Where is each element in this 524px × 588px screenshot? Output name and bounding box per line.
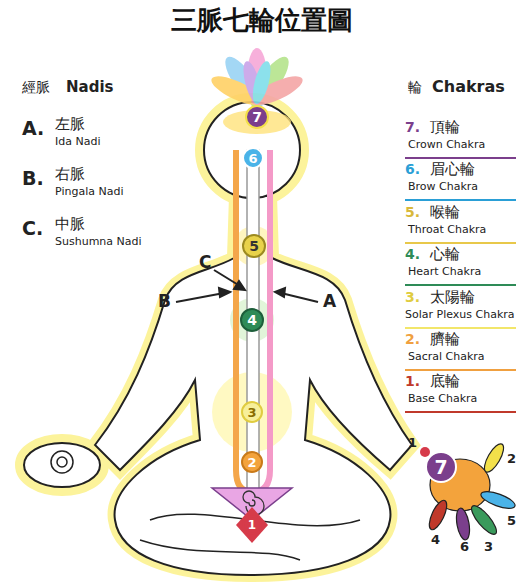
chakra-number: 7 — [434, 458, 447, 477]
chakra-name: 底輪 — [430, 373, 460, 390]
callout-letter: C — [199, 253, 211, 272]
finger-number: 2 — [507, 452, 516, 466]
chakra-name: Brow Chakra — [408, 181, 478, 193]
chakra-number: 4 — [247, 313, 257, 327]
chakra-number: 1 — [248, 519, 256, 531]
chakra-name: Crown Chakra — [408, 139, 485, 151]
chakra-name: 臍輪 — [430, 331, 460, 348]
chakra-number: 5 — [249, 239, 259, 253]
chakra-number: 6 — [248, 152, 257, 165]
section-heading: 輪 — [408, 80, 422, 95]
chakra-name: 喉輪 — [430, 204, 460, 221]
nadi-name: Sushumna Nadi — [55, 236, 142, 248]
section-heading: Chakras — [432, 78, 505, 96]
nadi-name: Ida Nadi — [55, 136, 100, 148]
legend-number: 7. — [405, 120, 420, 135]
list-letter: C. — [22, 218, 43, 239]
list-letter: B. — [22, 168, 44, 189]
nadi-name: 左脈 — [55, 116, 85, 133]
finger-number: 6 — [460, 540, 469, 554]
chakra-number: 2 — [247, 456, 256, 469]
chakra-circle: 7 — [425, 451, 457, 483]
nadi-name: 中脈 — [55, 216, 85, 233]
nadi-name: Pingala Nadi — [55, 186, 123, 198]
finger-number: 1 — [408, 436, 417, 450]
section-heading: Nadis — [66, 79, 113, 96]
chakra-name: 眉心輪 — [430, 161, 475, 178]
legend-number: 5. — [405, 205, 420, 220]
chakra-circle: 7 — [245, 105, 269, 129]
chakra-circle: 5 — [242, 234, 266, 258]
legend-number: 3. — [405, 290, 420, 305]
chakra-circle: 4 — [240, 308, 264, 332]
chakra-name: Throat Chakra — [408, 224, 486, 236]
diagram-title: 三脈七輪位置圖 — [171, 6, 353, 35]
section-heading: 經脈 — [22, 80, 50, 95]
chakra-name: 太陽輪 — [430, 289, 475, 306]
chakra-name: Base Chakra — [408, 393, 477, 405]
chakra-circle: 1 — [242, 515, 262, 535]
chakra-name: Heart Chakra — [408, 266, 481, 278]
callout-letter: B — [158, 292, 171, 311]
chakra-name: Solar Plexus Chakra — [405, 309, 515, 321]
chakra-number: 3 — [247, 406, 256, 419]
legend-number: 6. — [405, 162, 420, 177]
legend-number: 4. — [405, 247, 420, 262]
finger-number: 4 — [431, 533, 440, 547]
chakra-name: Sacral Chakra — [408, 351, 485, 363]
finger-number: 5 — [507, 514, 516, 528]
chakra-name: 心輪 — [430, 246, 460, 263]
chakra-circle: 3 — [241, 401, 263, 423]
nadi-name: 右脈 — [55, 166, 85, 183]
chakra-number: 7 — [252, 110, 262, 124]
finger-number: 3 — [484, 540, 493, 554]
legend-number: 1. — [405, 374, 420, 389]
list-letter: A. — [22, 118, 44, 139]
callout-letter: A — [323, 292, 336, 311]
chakra-name: 頂輪 — [430, 119, 460, 136]
chakra-circle: 2 — [241, 451, 263, 473]
chakra-circle: 6 — [242, 147, 264, 169]
legend-number: 2. — [405, 332, 420, 347]
